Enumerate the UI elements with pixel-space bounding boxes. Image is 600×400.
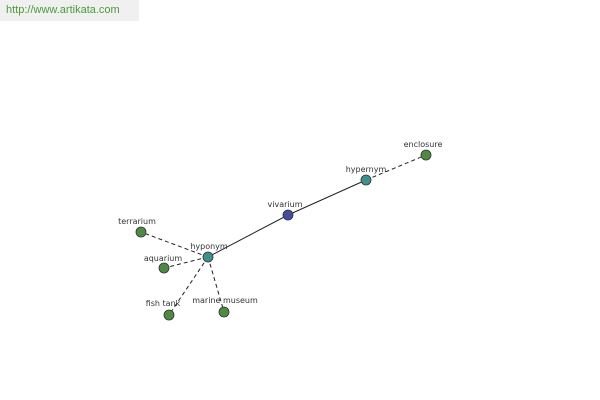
edges-layer <box>140 154 427 316</box>
node-marker[interactable] <box>135 226 147 238</box>
node-marker[interactable] <box>163 309 175 321</box>
node-label: hypernym <box>346 165 387 174</box>
edge-hyponym-fish_tank <box>168 256 209 316</box>
node-marker[interactable] <box>158 262 170 274</box>
node-marker[interactable] <box>420 149 432 161</box>
node-label: aquarium <box>144 254 183 263</box>
edge-hyponym-terrarium <box>140 231 209 258</box>
site-url-banner[interactable]: http://www.artikata.com <box>0 0 139 21</box>
edge-hyponym-marine_museum <box>207 256 225 313</box>
node-marker[interactable] <box>202 251 214 263</box>
node-hypernym[interactable]: hypernym <box>346 165 387 186</box>
node-marker[interactable] <box>360 174 372 186</box>
node-label: vivarium <box>268 200 303 209</box>
node-label: enclosure <box>404 140 443 149</box>
edge-vivarium-hypernym <box>287 179 367 216</box>
node-vivarium[interactable]: vivarium <box>268 200 303 221</box>
node-marine-museum[interactable]: marine museum <box>192 296 258 318</box>
node-terrarium[interactable]: terrarium <box>118 217 156 238</box>
node-marker[interactable] <box>218 306 230 318</box>
node-label: marine museum <box>192 296 258 305</box>
nodes-layer: vivarium hypernym hyponym enclosure terrariu… <box>118 140 443 321</box>
node-fish-tank[interactable]: fish tank <box>146 299 181 321</box>
node-label: hyponym <box>190 242 228 251</box>
edge-hyponym-aquarium <box>163 256 209 269</box>
node-marker[interactable] <box>282 209 294 221</box>
node-aquarium[interactable]: aquarium <box>144 254 183 274</box>
edge-hypernym-enclosure <box>365 154 427 181</box>
edge-vivarium-hyponym <box>207 214 289 258</box>
node-enclosure[interactable]: enclosure <box>404 140 443 161</box>
node-label: terrarium <box>118 217 156 226</box>
node-hyponym[interactable]: hyponym <box>190 242 228 263</box>
node-label: fish tank <box>146 299 181 308</box>
